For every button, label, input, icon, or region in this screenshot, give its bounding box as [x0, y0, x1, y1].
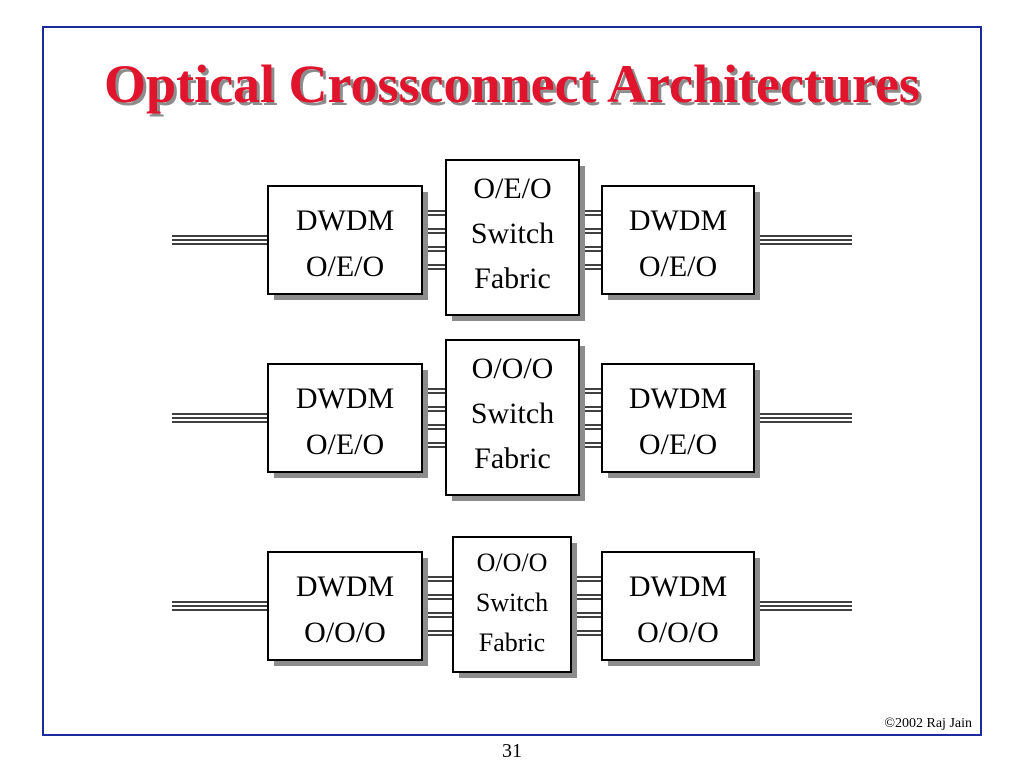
input-fiber	[172, 413, 268, 423]
page-number: 31	[502, 740, 522, 762]
right-dwdm-label-line-2: O/E/O	[639, 250, 717, 283]
slide-frame	[42, 26, 982, 736]
right-dwdm-box	[601, 363, 755, 473]
left-dwdm-label-line-2: O/E/O	[306, 250, 384, 283]
switch-fabric-box	[445, 339, 580, 496]
output-fiber	[754, 235, 852, 245]
left-dwdm-label-line-2: O/O/O	[304, 616, 386, 649]
switch-fabric-label-line-1: O/E/O	[473, 172, 551, 205]
right-dwdm-label-line-2: O/O/O	[637, 616, 719, 649]
switch-fabric-label-line-3: Fabric	[474, 442, 551, 475]
switch-fabric-label-line-2: Switch	[476, 588, 548, 617]
output-fiber	[754, 601, 852, 611]
right-dwdm-label-line-1: DWDM	[629, 570, 727, 603]
left-dwdm-label-line-1: DWDM	[296, 382, 394, 415]
switch-fabric-box	[445, 159, 580, 316]
input-fiber	[172, 601, 268, 611]
left-dwdm-label-line-1: DWDM	[296, 204, 394, 237]
right-dwdm-box	[601, 185, 755, 295]
copyright-notice: ©2002 Raj Jain	[884, 716, 972, 731]
switch-fabric-label-line-2: Switch	[471, 217, 554, 250]
switch-fabric-label-line-2: Switch	[471, 397, 554, 430]
switch-fabric-label-line-3: Fabric	[474, 262, 551, 295]
switch-fabric-label-line-1: O/O/O	[472, 352, 554, 385]
architecture-rows: DWDMO/E/OO/E/OSwitchFabricDWDMO/E/ODWDMO…	[172, 159, 852, 678]
switch-fabric-label-line-1: O/O/O	[477, 548, 548, 577]
left-dwdm-label-line-2: O/E/O	[306, 428, 384, 461]
left-dwdm-box	[267, 185, 423, 295]
output-fiber	[754, 413, 852, 423]
left-dwdm-box	[267, 551, 423, 661]
left-dwdm-box	[267, 363, 423, 473]
right-dwdm-label-line-1: DWDM	[629, 204, 727, 237]
switch-fabric-label-line-3: Fabric	[479, 628, 545, 657]
slide-title: Optical Crossconnect Architectures	[104, 54, 920, 114]
right-dwdm-box	[601, 551, 755, 661]
left-dwdm-label-line-1: DWDM	[296, 570, 394, 603]
switch-fabric-box	[452, 536, 572, 673]
right-dwdm-label-line-2: O/E/O	[639, 428, 717, 461]
input-fiber	[172, 235, 268, 245]
right-dwdm-label-line-1: DWDM	[629, 382, 727, 415]
